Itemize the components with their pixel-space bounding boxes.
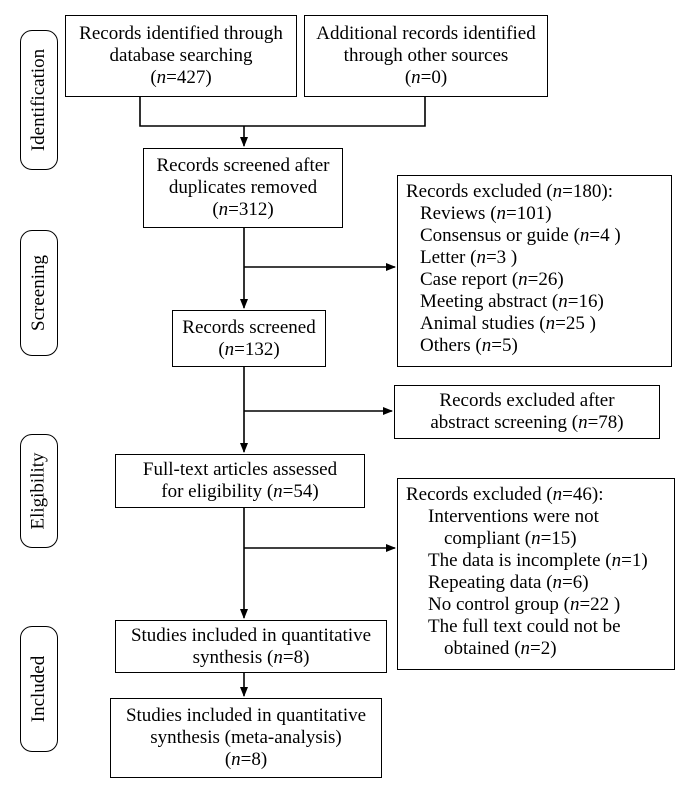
stage-screening-label: Screening <box>28 255 50 331</box>
box-quantitative-synthesis: Studies included in quantitative synthes… <box>115 620 387 673</box>
stage-eligibility-label: Eligibility <box>28 452 49 530</box>
box-other-sources: Additional records identified through ot… <box>304 15 548 97</box>
stage-screening: Screening <box>20 230 58 356</box>
box-excluded-after-abstract: Records excluded after abstract screenin… <box>394 385 660 439</box>
stage-identification-label: Identification <box>28 48 50 152</box>
stage-eligibility: Eligibility <box>20 434 58 548</box>
stage-included-label: Included <box>28 655 50 723</box>
stage-identification: Identification <box>20 30 58 170</box>
box-records-excluded-46: Records excluded (n=46): Interventions w… <box>397 478 675 670</box>
box-meta-analysis: Studies included in quantitative synthes… <box>110 698 382 778</box>
box-full-text-assessed: Full-text articles assessed for eligibil… <box>115 454 365 508</box>
box-records-excluded-180: Records excluded (n=180): Reviews (n=101… <box>397 175 672 367</box>
box-database-searching: Records identified through database sear… <box>65 15 297 97</box>
stage-included: Included <box>20 626 58 752</box>
box-duplicates-removed: Records screened after duplicates remove… <box>143 148 343 228</box>
box-records-screened: Records screened (n=132) <box>172 310 326 367</box>
merge-connector <box>139 97 426 127</box>
